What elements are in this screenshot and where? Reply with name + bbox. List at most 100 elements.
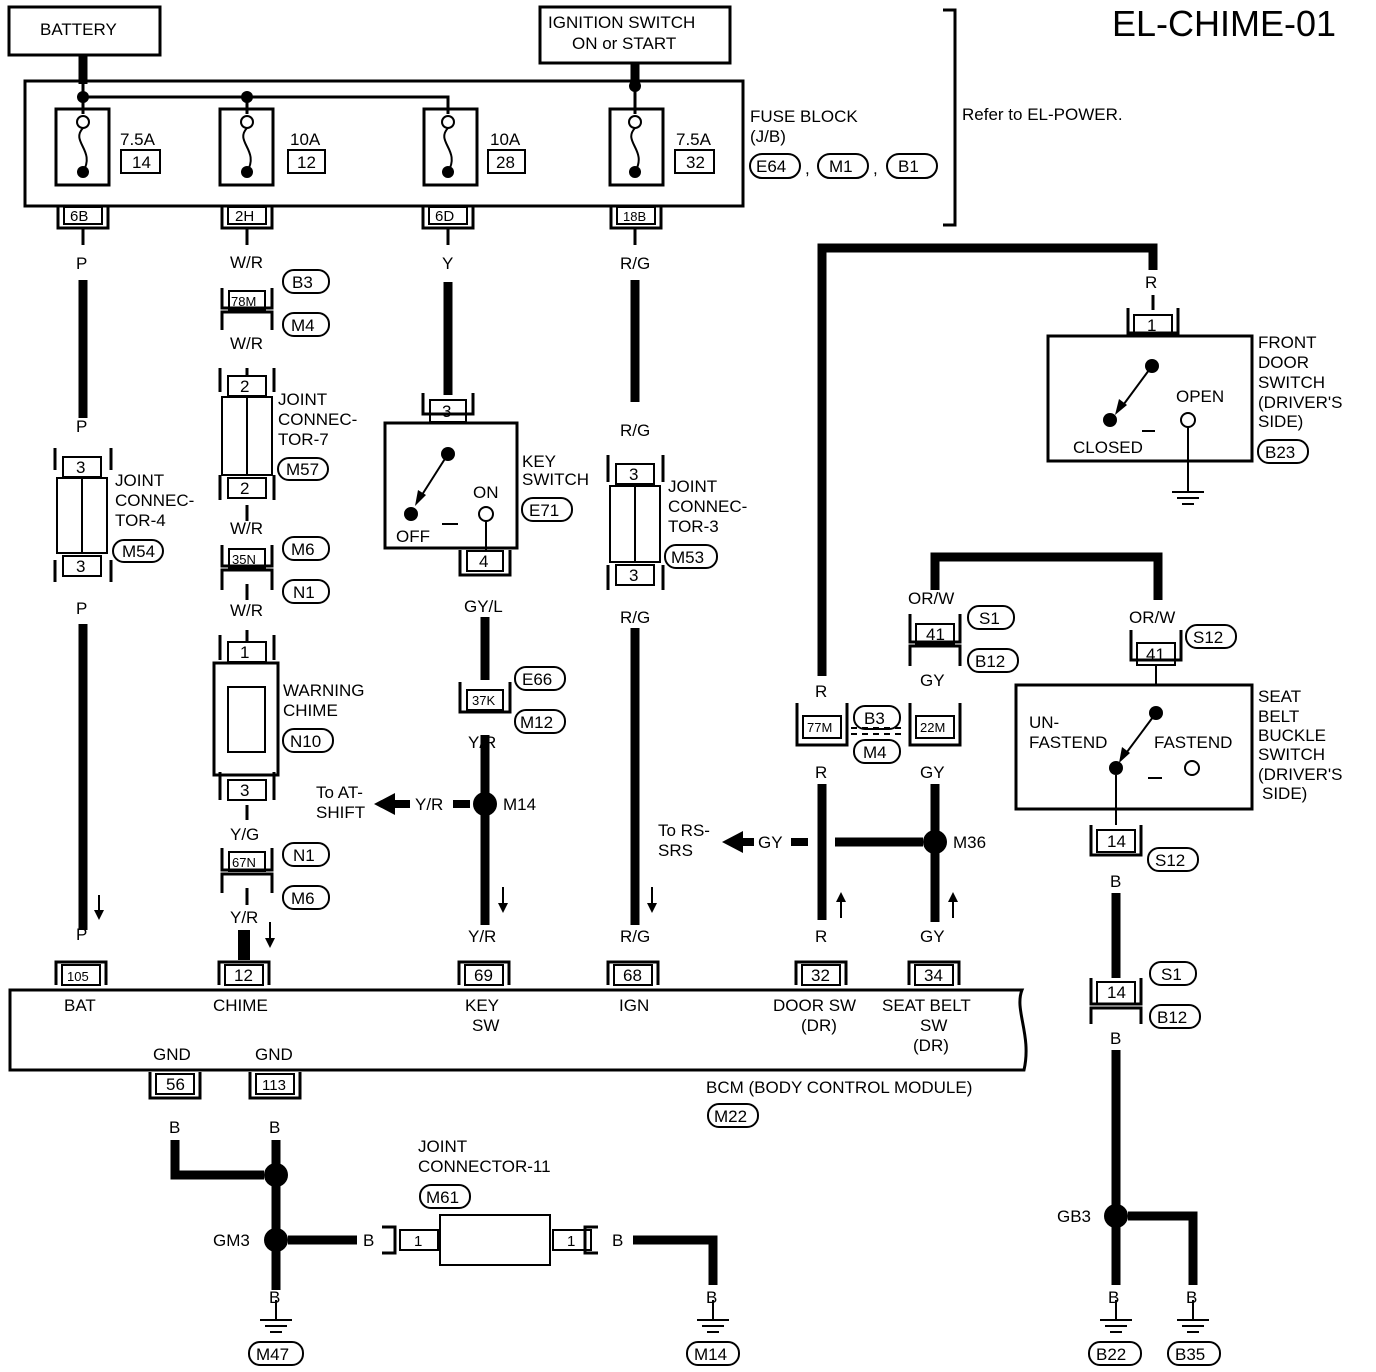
jc11-pin-left: 1: [414, 1233, 422, 1250]
fuse-12: 10A 12: [218, 107, 326, 187]
fuse-block-connectors: E64 , M1 , B1: [749, 153, 938, 179]
door-switch-closed: CLOSED: [1073, 438, 1143, 457]
fuse-14-num: 14: [132, 153, 151, 172]
refer-note: Refer to EL-POWER.: [962, 105, 1123, 124]
jc4-label-1: JOINT: [115, 471, 164, 490]
fuse-28-num: 28: [496, 153, 515, 172]
bcm-pin-seat-belt: SEAT BELT: [882, 996, 971, 1015]
warning-chime: 1 3 WARNING CHIME N10: [212, 635, 365, 801]
door-switch-label-1: FRONT: [1258, 333, 1317, 352]
fuse-block-conn-b1: B1: [898, 157, 919, 176]
fuse-14-amp: 7.5A: [120, 130, 156, 149]
seatbelt-label-1: SEAT: [1258, 687, 1301, 706]
chime-label-1: WARNING: [283, 681, 365, 700]
front-door-switch: 1 OPEN CLOSED FRONT DOOR SWITCH (DRIVER'…: [1046, 308, 1342, 505]
ground-m14: M14: [694, 1345, 727, 1364]
bcm-pin-seat-dr: (DR): [913, 1036, 949, 1055]
fuse-out-2h: 2H: [235, 208, 254, 225]
fuse-14: 7.5A 14: [54, 107, 161, 187]
wire-orw-2: OR/W: [1129, 608, 1175, 627]
bcm-pin-sw: SW: [472, 1016, 499, 1035]
connector-78m-b3: B3: [292, 273, 313, 292]
seatbelt-pin-out: 14: [1107, 832, 1126, 851]
wire-rg-3: R/G: [620, 608, 650, 627]
jc7-conn: M57: [286, 460, 319, 479]
wire-rg-2: R/G: [620, 421, 650, 440]
connector-67n-label: 67N: [232, 855, 256, 870]
bcm-pin-door-dr: (DR): [801, 1016, 837, 1035]
wire-y: Y: [442, 254, 453, 273]
wire-p-3: P: [76, 599, 87, 618]
bcm-gnd-56-label: GND: [153, 1045, 191, 1064]
jc11-conn: M61: [426, 1188, 459, 1207]
fuse-out-6b: 6B: [70, 208, 88, 225]
seatbelt-pin-in: 41: [1146, 645, 1165, 664]
connector-37k-m12: M12: [520, 713, 553, 732]
bcm-label: BCM (BODY CONTROL MODULE): [706, 1078, 972, 1097]
bcm-gnd-113-label: GND: [255, 1045, 293, 1064]
fuse-28-amp: 10A: [490, 130, 521, 149]
wire-b-sb-1: B: [1110, 872, 1121, 891]
seat-belt-switch: 41 S12 UN- FASTEND FASTEND SEAT BELT BUC…: [1014, 624, 1342, 872]
bcm: 105 BAT 12 CHIME 69 KEY SW 68 IGN 32 DOO…: [8, 960, 1028, 1128]
fuse-32-num: 32: [686, 153, 705, 172]
connector-67n-n1: N1: [293, 846, 315, 865]
ignition-switch-label: IGNITION SWITCH: [548, 13, 695, 32]
wire-b-sb-2: B: [1110, 1029, 1121, 1048]
connector-41-left: 41 S1 B12: [908, 605, 1019, 673]
wire-wr-3: W/R: [230, 519, 263, 538]
connector-77m-label: 77M: [807, 720, 832, 735]
jc11-pin-right: 1: [567, 1233, 575, 1250]
joint-connector-11: JOINT CONNECTOR-11 M61 1 1: [382, 1137, 598, 1266]
ignition-switch-sub: ON or START: [572, 34, 676, 53]
bcm-pin-12: 12: [234, 966, 253, 985]
bcm-pin-32: 32: [811, 966, 830, 985]
wire-b-gnd-2: B: [269, 1118, 280, 1137]
fuse-block-label-jb: (J/B): [750, 127, 786, 146]
jc7-label-1: JOINT: [278, 390, 327, 409]
wire-yg: Y/G: [230, 825, 259, 844]
ground-b35: B35: [1175, 1345, 1205, 1364]
connector-14-b12: 14 S1 B12: [1089, 961, 1201, 1029]
fuse-out-18b: 18B: [623, 209, 646, 224]
wire-gy-rs: GY: [758, 833, 783, 852]
fuse-12-amp: 10A: [290, 130, 321, 149]
jc11-label-2: CONNECTOR-11: [418, 1157, 551, 1176]
wire-b-m47: B: [269, 1288, 280, 1307]
wire-wr-4: W/R: [230, 601, 263, 620]
junction-m36: M36: [953, 833, 986, 852]
joint-connector-4: 3 3 JOINT CONNEC- TOR-4 M54: [53, 448, 194, 582]
jc4-label-2: CONNEC-: [115, 491, 194, 510]
connector-41-left-label: 41: [926, 625, 945, 644]
ground-b22: B22: [1096, 1345, 1126, 1364]
key-switch-off: OFF: [396, 527, 430, 546]
chime-label-2: CHIME: [283, 701, 338, 720]
jc11-label-1: JOINT: [418, 1137, 467, 1156]
wire-r-1: R: [815, 682, 827, 701]
bcm-pin-34: 34: [924, 966, 943, 985]
connector-78m-label: 78M: [231, 294, 256, 309]
seatbelt-label-6: SIDE): [1262, 784, 1307, 803]
wire-rg-1: R/G: [620, 254, 650, 273]
wire-r-top: R: [1145, 273, 1157, 292]
wire-b-jc11-in: B: [363, 1231, 374, 1250]
connector-77m-b3: B3: [864, 709, 885, 728]
key-switch-label-1: KEY: [522, 452, 556, 471]
key-switch: 3 OFF ON 4 KEY SWITCH E71: [383, 393, 589, 577]
connector-41-left-s1: S1: [979, 609, 1000, 628]
diagram-title: EL-CHIME-01: [1112, 3, 1336, 44]
connector-67n: 67N N1 M6: [220, 842, 330, 910]
fuse-block-label: FUSE BLOCK: [750, 107, 858, 126]
wire-b-gb-2: B: [1186, 1288, 1197, 1307]
wire-b-gnd-1: B: [169, 1118, 180, 1137]
wire-r-3: R: [815, 927, 827, 946]
door-switch-label-3: SWITCH: [1258, 373, 1325, 392]
junction-gb3: GB3: [1057, 1207, 1091, 1226]
jc7-label-3: TOR-7: [278, 430, 329, 449]
seatbelt-conn-in: S12: [1193, 628, 1223, 647]
fuse-block-sep-2: ,: [873, 159, 878, 178]
jc3-pin-bottom: 3: [629, 566, 638, 585]
joint-connector-7: 2 2 JOINT CONNEC- TOR-7 M57: [218, 368, 357, 500]
